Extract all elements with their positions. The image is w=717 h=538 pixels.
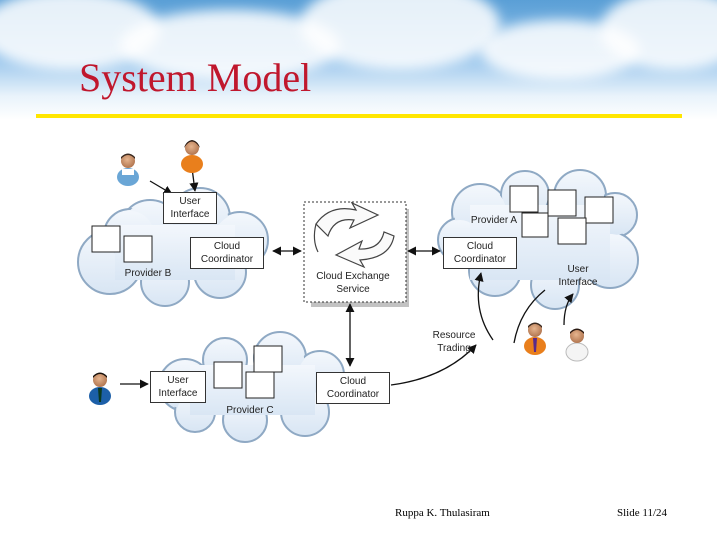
server-box-icon (253, 345, 283, 373)
server-box-icon (123, 235, 153, 263)
title-underline (36, 114, 682, 118)
cloud-exchange-service-label: Cloud Exchange Service (316, 271, 390, 295)
author-footer: Ruppa K. Thulasiram (395, 507, 490, 519)
provider-b-label: Provider B (124, 268, 172, 279)
provider-c-user-interface-box: User Interface (150, 371, 206, 403)
slide-title: System Model (79, 55, 312, 100)
person-icon (565, 328, 589, 362)
server-box-icon (213, 361, 243, 389)
provider-b-cloud-coordinator-box: Cloud Coordinator (190, 237, 264, 269)
server-boxes (91, 185, 614, 399)
server-box-icon (521, 212, 549, 238)
server-box-icon (91, 225, 121, 253)
person-icon (89, 372, 111, 405)
provider-c-cloud-coordinator-box: Cloud Coordinator (316, 372, 390, 404)
slide-number: Slide 11/24 (617, 507, 668, 519)
provider-a-cloud-coordinator-box: Cloud Coordinator (443, 237, 517, 269)
provider-a-user-interface: User Interface (558, 264, 598, 288)
server-box-icon (245, 371, 275, 399)
provider-a-label: Provider A (470, 215, 518, 226)
server-box-icon (547, 189, 577, 217)
server-box-icon (584, 196, 614, 224)
resource-trading-label: Resource Trading (432, 330, 476, 354)
provider-c-label: Provider C (226, 405, 274, 416)
person-icon (117, 153, 139, 186)
provider-b-user-interface-box: User Interface (163, 192, 217, 224)
sync-arrows-icon (313, 201, 395, 269)
person-icon (181, 140, 203, 173)
server-box-icon (509, 185, 539, 213)
server-box-icon (557, 217, 587, 245)
sky-background (0, 0, 717, 120)
person-icon (524, 322, 546, 355)
